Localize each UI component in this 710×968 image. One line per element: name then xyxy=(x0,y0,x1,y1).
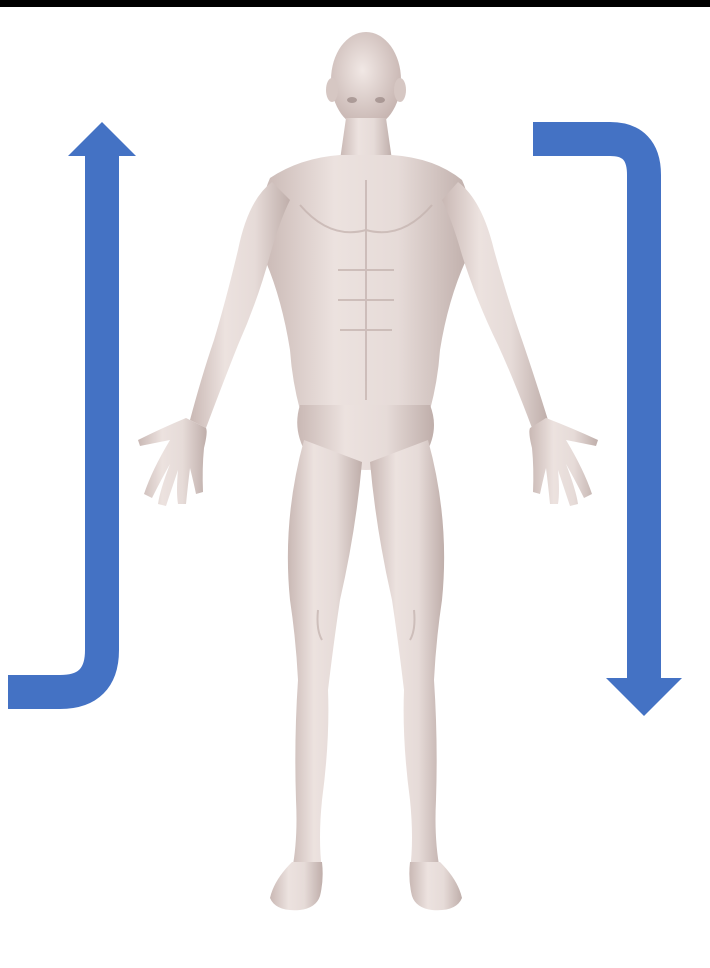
right-arrow-shaft xyxy=(533,139,644,680)
left-arm xyxy=(190,182,290,428)
right-foot xyxy=(409,862,462,910)
head xyxy=(331,32,401,128)
right-hand xyxy=(529,418,598,506)
left-arrow-head xyxy=(68,122,136,156)
right-arrow-head xyxy=(606,678,682,716)
eye-left xyxy=(347,97,357,103)
eye-right xyxy=(375,97,385,103)
left-up-arrow xyxy=(8,122,136,692)
left-foot xyxy=(270,862,323,910)
right-arm xyxy=(442,182,548,428)
ear-left xyxy=(326,78,338,102)
neck xyxy=(340,118,392,160)
left-leg xyxy=(288,440,362,870)
human-figure xyxy=(138,32,598,910)
ear-right xyxy=(394,78,406,102)
right-leg xyxy=(370,440,444,870)
left-hand xyxy=(138,418,207,506)
left-arrow-shaft xyxy=(8,150,102,692)
